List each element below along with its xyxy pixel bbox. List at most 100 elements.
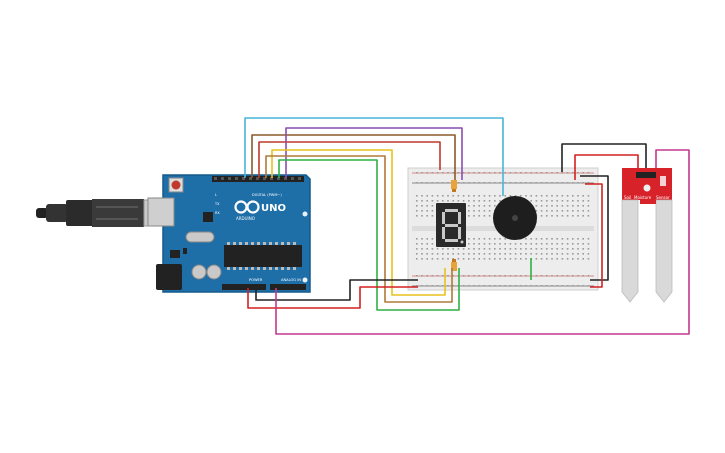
- breadboard-hole: [587, 195, 590, 197]
- soil-sensor-icon[interactable]: Soil Moisture Sensor: [621, 168, 673, 303]
- breadboard-hole: [587, 243, 590, 245]
- breadboard-hole: [540, 172, 543, 174]
- breadboard-hole: [572, 205, 574, 207]
- breadboard-hole: [566, 285, 569, 287]
- wire-black-sensor[interactable]: [561, 143, 647, 172]
- breadboard-hole: [577, 275, 579, 277]
- breadboard-hole: [483, 238, 486, 240]
- wire-brown[interactable]: [251, 134, 456, 180]
- breadboard-hole: [426, 195, 428, 197]
- breadboard-hole: [520, 243, 522, 245]
- breadboard-hole: [561, 200, 564, 202]
- breadboard-hole: [572, 182, 574, 184]
- wire-cyan[interactable]: [244, 117, 504, 196]
- breadboard-hole: [494, 238, 496, 240]
- analog-label: ANALOG IN: [281, 278, 301, 282]
- breadboard-hole: [551, 215, 553, 217]
- breadboard-hole: [447, 182, 449, 184]
- wire-black-gnd[interactable]: [255, 279, 418, 301]
- wire-tan[interactable]: [265, 155, 453, 303]
- breadboard-hole: [509, 275, 512, 277]
- breadboard-hole: [483, 285, 486, 287]
- breadboard-hole: [572, 275, 574, 277]
- svg-text:+: +: [502, 234, 505, 239]
- breadboard-hole: [540, 275, 543, 277]
- breadboard-hole: [504, 275, 506, 277]
- breadboard-hole: [447, 248, 449, 250]
- breadboard-hole: [540, 248, 543, 250]
- breadboard-hole: [535, 285, 538, 287]
- wire-red-5v[interactable]: [247, 286, 418, 309]
- breadboard-hole: [551, 253, 553, 255]
- bottom-led[interactable]: [451, 259, 457, 271]
- breadboard-hole: [551, 182, 553, 184]
- breadboard-hole: [416, 248, 418, 250]
- breadboard-hole: [499, 285, 501, 287]
- breadboard-hole: [416, 172, 418, 174]
- breadboard-hole: [468, 243, 470, 245]
- breadboard-hole: [577, 258, 579, 260]
- breadboard-hole: [426, 200, 428, 202]
- breadboard-hole: [468, 205, 470, 207]
- breadboard-hole: [525, 172, 527, 174]
- analog-header[interactable]: [270, 284, 306, 290]
- breadboard-hole: [551, 205, 553, 207]
- breadboard-hole: [587, 285, 590, 287]
- breadboard-hole: [421, 182, 423, 184]
- breadboard-hole: [551, 248, 553, 250]
- breadboard-hole: [416, 210, 418, 212]
- breadboard-hole: [561, 248, 564, 250]
- wire-purple[interactable]: [285, 127, 463, 180]
- breadboard-hole: [582, 285, 584, 287]
- breadboard-hole: [551, 243, 553, 245]
- breadboard-hole: [473, 275, 475, 277]
- breadboard-hole: [509, 243, 512, 245]
- breadboard-hole: [452, 253, 454, 255]
- breadboard-hole: [546, 248, 548, 250]
- breadboard-hole: [483, 195, 486, 197]
- piezo-buzzer-icon[interactable]: +: [493, 196, 537, 240]
- breadboard-hole: [462, 253, 465, 255]
- top-led[interactable]: [451, 180, 457, 192]
- breadboard-hole: [582, 195, 584, 197]
- breadboard-hole: [520, 258, 522, 260]
- breadboard-hole: [431, 238, 434, 240]
- arduino-uno-board[interactable]: UNO ARDUINO DIGITAL (PWM~) POWER ANALOG …: [147, 174, 311, 293]
- breadboard-hole: [426, 215, 428, 217]
- breadboard-hole: [468, 195, 470, 197]
- breadboard-hole: [473, 248, 475, 250]
- seven-segment-icon[interactable]: [436, 203, 466, 247]
- breadboard-hole: [431, 215, 434, 217]
- arduino-logo-icon: [234, 200, 260, 214]
- breadboard-hole: [577, 285, 579, 287]
- breadboard-hole: [468, 275, 470, 277]
- wire-green[interactable]: [278, 159, 460, 311]
- breadboard-hole: [478, 172, 480, 174]
- breadboard-hole: [566, 253, 569, 255]
- wire-red-rail[interactable]: [585, 183, 603, 288]
- breadboard-hole: [431, 195, 434, 197]
- breadboard-hole: [561, 215, 564, 217]
- breadboard-hole: [572, 253, 574, 255]
- breadboard-hole: [494, 275, 496, 277]
- breadboard-hole: [587, 253, 590, 255]
- wire-magenta-signal[interactable]: [275, 149, 690, 335]
- breadboard-hole: [494, 205, 496, 207]
- breadboard-hole: [572, 248, 574, 250]
- breadboard-hole: [421, 200, 423, 202]
- breadboard-hole: [468, 238, 470, 240]
- breadboard-hole: [514, 285, 517, 287]
- breadboard-hole: [483, 182, 486, 184]
- wire-yellow[interactable]: [271, 149, 446, 296]
- wire-red-sensor[interactable]: [574, 154, 639, 180]
- breadboard-hole: [421, 275, 423, 277]
- wire-black-rail[interactable]: [580, 175, 609, 281]
- breadboard-hole: [488, 215, 491, 217]
- wire-darkred[interactable]: [258, 141, 441, 178]
- power-header[interactable]: [222, 284, 266, 290]
- sensor-label-moisture: Moisture: [634, 195, 652, 200]
- breadboard-hole: [535, 205, 538, 207]
- breadboard-hole: [587, 205, 590, 207]
- breadboard-hole: [582, 205, 584, 207]
